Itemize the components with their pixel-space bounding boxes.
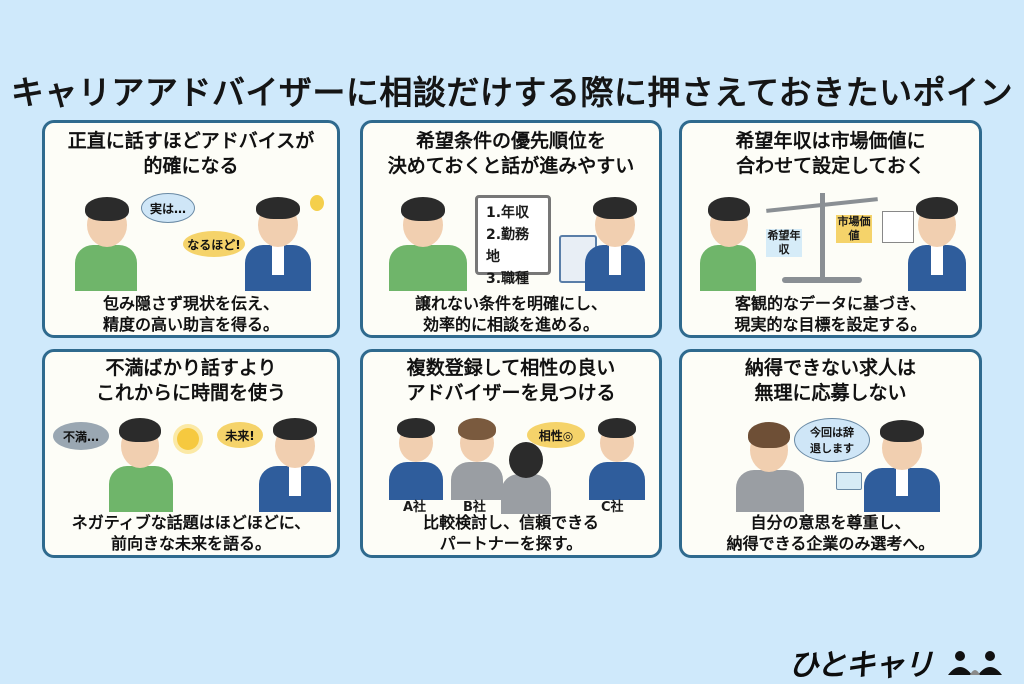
card-heading: 不満ばかり話すより これからに時間を使う <box>95 357 286 404</box>
lightbulb-icon <box>310 195 324 211</box>
illustration-balance-scale: 希望年収 市場価値 <box>682 183 979 293</box>
card-heading: 複数登録して相性の良い アドバイザーを見つける <box>406 357 616 404</box>
speech-bubble: なるほど! <box>183 231 245 257</box>
company-label-b: B社 <box>463 500 486 515</box>
card-description: 自分の意思を尊重し、 納得できる企業のみ選考へ。 <box>726 513 935 553</box>
card-heading: 納得できない求人は 無理に応募しない <box>744 357 916 404</box>
brand-logo: ひとキャリ <box>788 640 1004 684</box>
scale-icon: 希望年収 市場価値 <box>762 193 882 285</box>
card-positive-future: 不満ばかり話すより これからに時間を使う 不満… 未来! ネガティブな話題はほど… <box>42 349 340 558</box>
card-heading: 希望条件の優先順位を 決めておくと話が進みやすい <box>387 130 635 177</box>
card-description: 比較検討し、信頼できる パートナーを探す。 <box>423 513 599 553</box>
card-description: ネガティブな話題はほどほどに、 前向きな未来を語る。 <box>71 513 311 553</box>
thought-bubble: 不満… <box>53 422 109 450</box>
card-salary: 希望年収は市場価値に 合わせて設定しておく 希望年収 市場価値 客観的なデータに… <box>679 120 982 338</box>
company-label-c: C社 <box>601 500 624 515</box>
people-icon <box>946 648 1004 683</box>
card-decline-offers: 納得できない求人は 無理に応募しない 今回は辞退します 自分の意思を尊重し、 納… <box>679 349 982 558</box>
id-card-icon <box>836 472 862 490</box>
card-description: 客観的なデータに基づき、 現実的な目標を設定する。 <box>734 294 927 334</box>
illustration-advisors: 相性◎ A社 B社 C社 <box>363 408 659 515</box>
speech-bubble: 未来! <box>217 422 263 448</box>
speech-bubble: 相性◎ <box>527 422 585 448</box>
card-multiple-advisors: 複数登録して相性の良い アドバイザーを見つける 相性◎ A社 B社 C社 比較検… <box>360 349 662 558</box>
card-heading: 希望年収は市場価値に 合わせて設定しておく <box>735 130 926 177</box>
card-description: 包み隠さず現状を伝え、 精度の高い助言を得る。 <box>102 294 279 334</box>
logo-text: ひとキャリ <box>788 648 933 683</box>
speech-bubble: 実は… <box>141 193 195 223</box>
company-label-a: A社 <box>403 500 427 515</box>
card-description: 譲れない条件を明確にし、 効率的に相談を進める。 <box>414 294 607 334</box>
illustration-priority-board: 1.年収 2.勤務地 3.職種 <box>363 183 659 293</box>
illustration-future-talk: 不満… 未来! <box>45 408 337 512</box>
scale-label-desired: 希望年収 <box>766 229 802 257</box>
illustration-consultation: 実は… なるほど! <box>45 183 337 293</box>
priority-board: 1.年収 2.勤務地 3.職種 <box>475 195 551 287</box>
chart-icon <box>882 211 914 243</box>
illustration-decline: 今回は辞退します <box>682 408 979 512</box>
sun-icon <box>177 428 199 450</box>
card-heading: 正直に話すほどアドバイスが 的確になる <box>67 130 315 177</box>
speech-bubble: 今回は辞退します <box>794 418 870 462</box>
card-honesty: 正直に話すほどアドバイスが 的確になる 実は… なるほど! 包み隠さず現状を伝え… <box>42 120 340 338</box>
scale-label-market: 市場価値 <box>836 215 872 243</box>
card-priorities: 希望条件の優先順位を 決めておくと話が進みやすい 1.年収 2.勤務地 3.職種… <box>360 120 662 338</box>
